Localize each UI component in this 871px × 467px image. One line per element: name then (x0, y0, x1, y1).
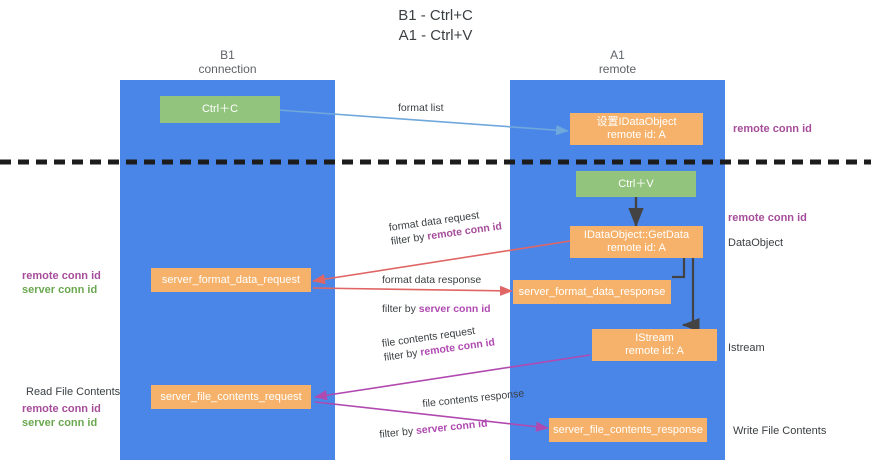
node-server-file-contents-response[interactable]: server_file_contents_response (549, 418, 707, 442)
edge-label-format-data-request: format data request filter by remote con… (388, 205, 503, 248)
node-ctrl-v[interactable]: Ctrl＋V (576, 171, 696, 197)
edge-label-file-contents-request: file contents request filter by remote c… (381, 321, 496, 364)
conn-id-token: server conn id (415, 417, 489, 437)
edge-label-format-data-response: format data response filter by server co… (382, 273, 491, 316)
node-istream[interactable]: IStream remote id: A (592, 329, 717, 361)
filter-prefix: filter by (382, 303, 419, 315)
annotation-left-bot-server-conn-id: server conn id (22, 417, 98, 429)
filter-prefix: filter by (390, 230, 429, 248)
node-server-format-data-request[interactable]: server_format_data_request (151, 268, 311, 292)
filter-prefix: filter by (383, 346, 422, 364)
node-server-format-data-response[interactable]: server_format_data_response (513, 280, 671, 304)
annotation-left-mid-remote-conn-id: remote conn id (22, 270, 101, 282)
page-title: B1 - Ctrl+C A1 - Ctrl+V (398, 7, 473, 44)
node-set-idataobject[interactable]: 设置IDataObject remote id: A (570, 113, 703, 145)
annotation-right-mid-remote-conn-id: remote conn id (728, 212, 807, 224)
node-ctrl-c[interactable]: Ctrl＋C (160, 96, 280, 123)
column-header-a1: A1 remote (598, 48, 637, 76)
edge-label-line-2: filter by server conn id (382, 302, 491, 316)
edge-label-line-2: filter by server conn id (379, 412, 528, 441)
column-header-b1: B1 connection (198, 48, 257, 76)
conn-id-token: server conn id (418, 303, 491, 315)
annotation-write-file-contents: Write File Contents (733, 425, 827, 437)
node-idataobject-getdata[interactable]: IDataObject::GetData remote id: A (570, 226, 703, 258)
filter-prefix: filter by (378, 425, 417, 441)
edge-label-line-1: format data response (382, 274, 482, 286)
annotation-left-mid-server-conn-id: server conn id (22, 284, 98, 296)
annotation-right-top-remote-conn-id: remote conn id (733, 123, 812, 135)
node-server-file-contents-request[interactable]: server_file_contents_request (151, 385, 311, 409)
edge-label-line-1: file contents response (421, 387, 525, 411)
edge-label-format-list: format list (398, 102, 444, 114)
annotation-left-bot-remote-conn-id: remote conn id (22, 403, 101, 415)
annotation-data-object: DataObject (728, 237, 784, 249)
annotation-istream: Istream (728, 342, 765, 354)
annotation-read-file-contents: Read File Contents (26, 386, 121, 398)
edge-label-file-contents-response: file contents response filter by server … (376, 387, 528, 442)
